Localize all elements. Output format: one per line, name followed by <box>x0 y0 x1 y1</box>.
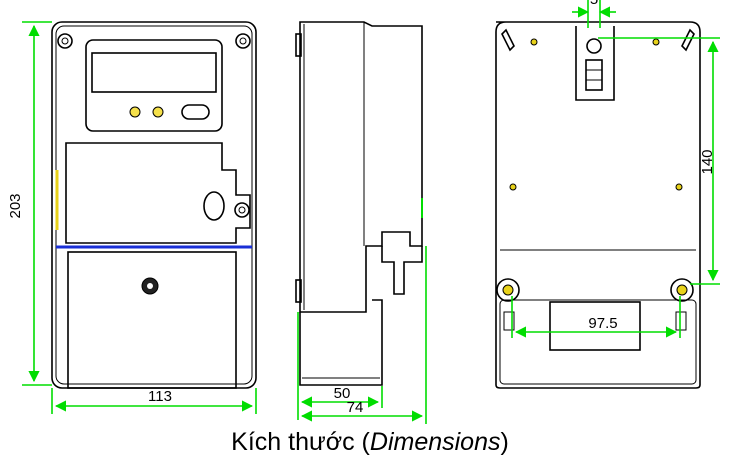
caption-main: Kích thước ( <box>231 428 370 456</box>
back-view <box>495 21 701 389</box>
back-vertical-spacing-dimension: 140 <box>598 37 720 285</box>
side-depth-inner-label: 50 <box>334 385 351 402</box>
mounting-hole-icon <box>509 38 683 191</box>
back-label-plate <box>549 301 641 351</box>
back-horizontal-spacing-dimension: 97.5 <box>511 296 681 338</box>
side-depth-total-dimension: 74 <box>300 246 427 424</box>
back-hole-offset-label: 5 <box>590 0 598 8</box>
display-window <box>85 39 223 132</box>
hanging-bracket <box>575 26 615 101</box>
front-width-dimension: 113 <box>51 388 257 414</box>
side-view <box>295 21 423 386</box>
figure-caption: Kích thước (Dimensions) <box>0 428 740 457</box>
front-width-label: 113 <box>148 388 172 405</box>
back-vertical-spacing-label: 140 <box>699 149 716 174</box>
side-depth-inner-dimension: 50 <box>297 312 383 420</box>
nameplate-area <box>65 142 251 244</box>
side-depth-total-label: 74 <box>347 399 364 416</box>
indicator-leds <box>129 104 210 120</box>
caption-end: ) <box>500 428 509 456</box>
back-hole-offset-dimension: 5 <box>572 0 616 28</box>
corner-screw-icon <box>57 33 251 49</box>
front-height-dimension: 203 <box>7 21 52 386</box>
lcd-screen <box>91 52 217 93</box>
fixing-hole-icon <box>496 278 694 302</box>
back-horizontal-spacing-label: 97.5 <box>588 315 617 332</box>
front-view <box>51 21 257 389</box>
front-height-label: 203 <box>7 193 24 218</box>
terminal-cover <box>67 251 237 389</box>
caption-italic: Dimensions <box>369 428 501 456</box>
